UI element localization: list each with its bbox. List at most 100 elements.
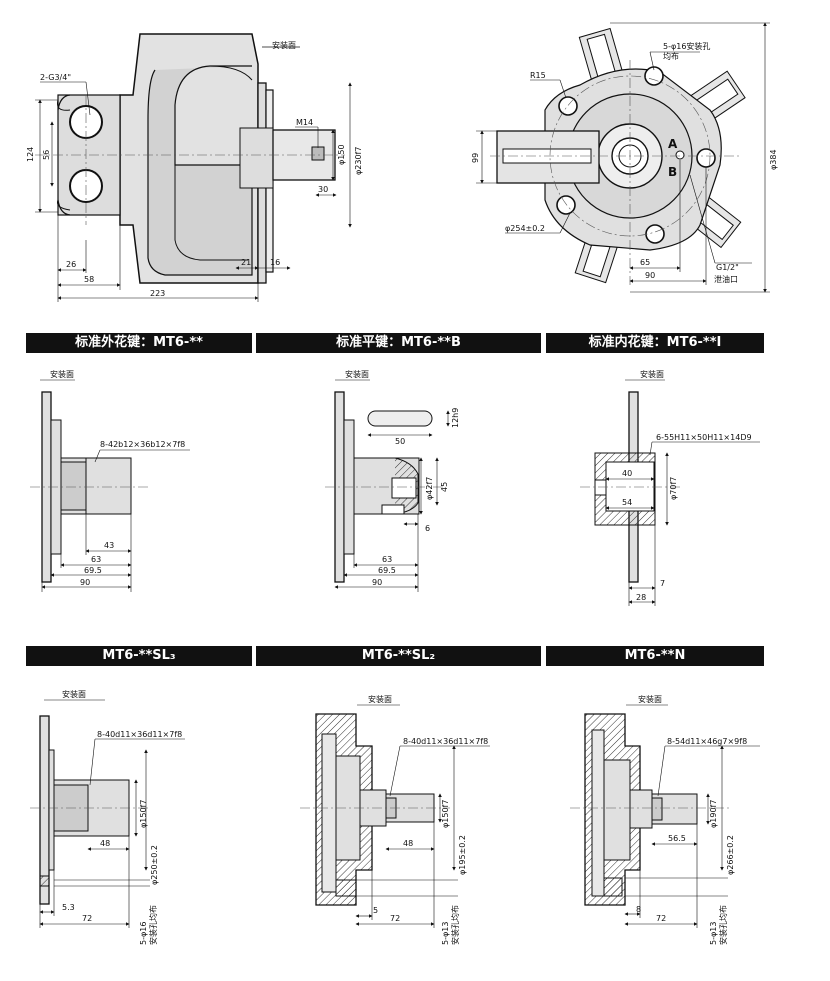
dim-50: 50 — [395, 437, 405, 446]
spline-p5: 8-40d11×36d11×7f8 — [403, 737, 488, 746]
dim-5: 5 — [373, 906, 378, 915]
dim-12h9: 12h9 — [451, 408, 460, 428]
port-b-label: B — [668, 165, 677, 179]
holes-label: 5-φ16安装孔 — [663, 41, 710, 51]
dim-d150f7-p5: φ150f7 — [441, 800, 450, 828]
dim-695: 69.5 — [84, 566, 102, 575]
dims-p5 — [355, 704, 490, 928]
dims-p3 — [605, 379, 760, 606]
dim-d230: φ230f7 — [354, 147, 363, 175]
dim-565: 56.5 — [668, 834, 686, 843]
dim-48-p5: 48 — [403, 839, 413, 848]
dim-28: 28 — [636, 593, 646, 602]
spline-p3: 6-55H11×50H11×14D9 — [656, 433, 752, 442]
dimensions-end — [476, 22, 770, 293]
dim-d70: φ70f7 — [669, 477, 678, 500]
dims-p6 — [624, 704, 760, 928]
dim-21: 21 — [241, 258, 251, 267]
header-sl3: MT6-**SL₃ — [26, 646, 252, 666]
r15-label: R15 — [530, 71, 546, 80]
holes-p5-2: 安装孔均布 — [450, 905, 460, 945]
drain-label: 泄油口 — [714, 274, 738, 284]
dim-90-p1: 90 — [80, 578, 90, 587]
port-a-label: A — [668, 137, 678, 151]
holes-p5: 5-φ13 — [441, 922, 450, 945]
holes-p4-2: 安装孔均布 — [148, 905, 158, 945]
labels-p2: 安装面 12h9 50 φ42f7 45 6 63 69.5 90 — [345, 369, 460, 587]
dim-54: 54 — [622, 498, 632, 507]
dim-d195: φ195±0.2 — [458, 835, 467, 875]
header-n: MT6-**N — [546, 646, 764, 666]
end-centerline — [490, 60, 740, 285]
dim-695-p2: 69.5 — [378, 566, 396, 575]
spline-p4: 8-40d11×36d11×7f8 — [97, 730, 182, 739]
dimensions-side — [35, 81, 352, 302]
dim-d42: φ42f7 — [425, 477, 434, 500]
dim-53: 5.3 — [62, 903, 75, 912]
dims-p1 — [40, 379, 190, 592]
dim-d150f7-p4: φ150f7 — [139, 800, 148, 828]
labels-p6: 安装面 8-54d11×46g7×9f8 φ190f7 φ266±0.2 56.… — [636, 694, 747, 945]
side-labels: 安装面 2-G3/4" M14 φ150 φ230f7 124 56 30 21… — [26, 40, 363, 298]
labels-p5: 安装面 8-40d11×36d11×7f8 φ150f7 φ195±0.2 48… — [368, 694, 488, 945]
end-view — [496, 27, 746, 284]
dim-43: 43 — [104, 541, 114, 550]
end-labels: 5-φ16安装孔 均布 R15 99 φ254±0.2 φ384 65 90 G… — [471, 41, 778, 284]
dim-65: 65 — [640, 258, 650, 267]
dim-16: 16 — [270, 258, 280, 267]
header-flat-key: 标准平键：MT6-**B — [256, 333, 541, 353]
dim-d150: φ150 — [337, 144, 346, 165]
header-internal-spline: 标准内花键：MT6-**I — [546, 333, 764, 353]
mount-face-p6: 安装面 — [638, 694, 662, 704]
centerline — [35, 95, 345, 225]
dim-223: 223 — [150, 289, 165, 298]
dim-45: 45 — [440, 482, 449, 492]
dim-56: 56 — [42, 150, 51, 160]
dim-d384: φ384 — [769, 149, 778, 170]
g12-label: G1/2" — [716, 263, 739, 272]
holes-p6-2: 安装孔均布 — [718, 905, 728, 945]
holes-label-2: 均布 — [663, 51, 679, 61]
dim-6: 6 — [425, 524, 430, 533]
mount-face-p3: 安装面 — [640, 369, 664, 379]
shaft-n — [584, 713, 698, 906]
shaft-sl2 — [315, 713, 435, 906]
dim-d254: φ254±0.2 — [505, 224, 545, 233]
dim-72-p5: 72 — [390, 914, 400, 923]
holes-p6: 5-φ13 — [709, 922, 718, 945]
dim-26: 26 — [66, 260, 76, 269]
dim-72-p4: 72 — [82, 914, 92, 923]
mount-face-p5: 安装面 — [368, 694, 392, 704]
dims-p2 — [334, 379, 450, 592]
dim-63: 63 — [91, 555, 101, 564]
dims-p4 — [39, 699, 185, 928]
dim-d250: φ250±0.2 — [150, 845, 159, 885]
dim-124: 124 — [26, 147, 35, 162]
labels-p3: 安装面 6-55H11×50H11×14D9 40 54 φ70f7 7 28 — [622, 369, 752, 602]
mount-face-p2: 安装面 — [345, 369, 369, 379]
dim-d266: φ266±0.2 — [726, 835, 735, 875]
dim-90: 90 — [645, 271, 655, 280]
holes-p4: 5-φ16 — [139, 922, 148, 945]
dim-90-p2: 90 — [372, 578, 382, 587]
dim-58: 58 — [84, 275, 94, 284]
mount-face-label: 安装面 — [272, 40, 296, 50]
labels-p1: 安装面 8-42b12×36b12×7f8 43 63 69.5 90 — [50, 369, 185, 587]
dim-7: 7 — [660, 579, 665, 588]
spline-p1: 8-42b12×36b12×7f8 — [100, 440, 185, 449]
dim-40: 40 — [622, 469, 632, 478]
dim-d190: φ190f7 — [709, 800, 718, 828]
thread-label: M14 — [296, 118, 313, 127]
header-external-spline: 标准外花键：MT6-** — [26, 333, 252, 353]
side-view — [57, 33, 336, 284]
dim-63-p2: 63 — [382, 555, 392, 564]
header-sl2: MT6-**SL₂ — [256, 646, 541, 666]
labels-p4: 安装面 8-40d11×36d11×7f8 φ150f7 φ250±0.2 48… — [62, 689, 182, 945]
dim-72-p6: 72 — [656, 914, 666, 923]
dim-99: 99 — [471, 153, 480, 163]
dim-48-p4: 48 — [100, 839, 110, 848]
dim-8: 8 — [636, 905, 641, 914]
dim-30: 30 — [318, 185, 328, 194]
spline-p6: 8-54d11×46g7×9f8 — [667, 737, 747, 746]
